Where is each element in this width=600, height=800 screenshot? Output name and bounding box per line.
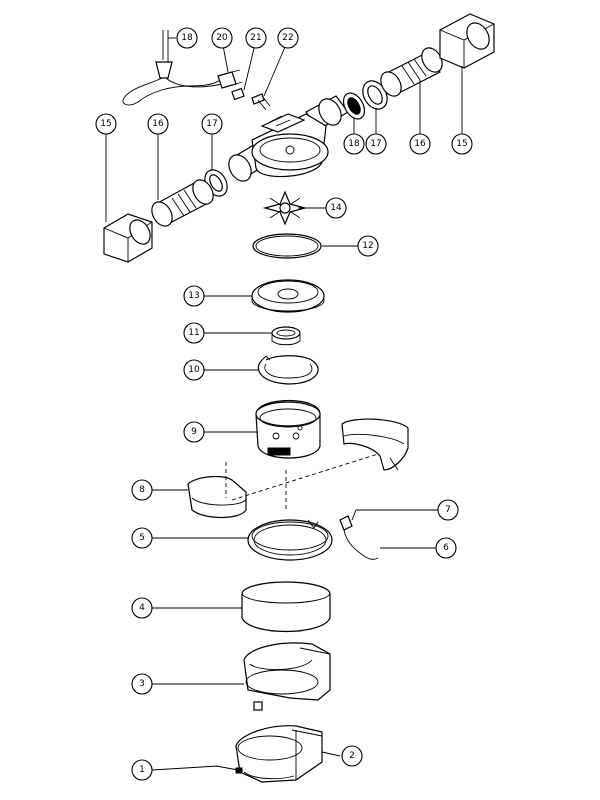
hinge-pin: [215, 765, 243, 774]
align-line-2: [231, 453, 379, 501]
callout-1: 1: [131, 759, 153, 781]
callout-label: 16: [414, 139, 426, 149]
callout-7: 7: [437, 499, 459, 521]
callout-label: 1: [139, 765, 145, 775]
meter-body: [228, 95, 349, 182]
callout-label: 5: [139, 533, 145, 543]
o-ring: [252, 233, 322, 259]
callout-label: 18: [181, 33, 193, 43]
callout-label: 9: [191, 427, 197, 437]
callout-label: 22: [282, 33, 293, 43]
callout-10: 10: [183, 359, 205, 381]
callout-label: 17: [370, 139, 381, 149]
callout-3: 3: [131, 673, 153, 695]
snap-ring: [257, 355, 319, 385]
shell-half-left: [187, 475, 247, 519]
callout-label: 17: [206, 119, 217, 129]
callout-22: 22: [277, 27, 299, 49]
callout-label: 11: [188, 328, 199, 338]
callout-5: 5: [131, 527, 153, 549]
callout-label: 18: [348, 139, 360, 149]
callout-17-left: 17: [201, 113, 223, 135]
callout-4: 4: [131, 597, 153, 619]
register-ring: [247, 519, 333, 561]
tailpiece-left: [151, 179, 214, 227]
callout-15-left: 15: [95, 113, 117, 135]
callout-label: 20: [216, 33, 228, 43]
band: [241, 581, 331, 632]
callout-12: 12: [357, 235, 379, 257]
lid: [235, 725, 323, 783]
callout-16-right: 16: [409, 133, 431, 155]
callout-16-left: 16: [147, 113, 169, 135]
callout-label: 15: [456, 139, 467, 149]
gasket-right: [362, 80, 388, 110]
callout-13: 13: [183, 285, 205, 307]
callout-label: 2: [349, 751, 355, 761]
union-nut-left: [103, 213, 153, 263]
lid-frame: [243, 642, 331, 711]
callout-18-right: 18: [343, 133, 365, 155]
callout-label: 10: [188, 365, 200, 375]
register-housing: [255, 399, 321, 459]
union-nut-right: [439, 13, 495, 69]
callout-15-right: 15: [451, 133, 473, 155]
callout-label: 3: [139, 679, 145, 689]
callout-9: 9: [183, 421, 205, 443]
callout-17-right: 17: [365, 133, 387, 155]
callout-label: 4: [139, 603, 145, 613]
callout-14: 14: [325, 197, 347, 219]
seal-clip: [339, 515, 379, 560]
callout-21: 21: [245, 27, 267, 49]
callout-label: 7: [445, 505, 451, 515]
small-nut: [231, 87, 245, 101]
callout-6: 6: [435, 537, 457, 559]
connector-plug: [217, 69, 243, 89]
shell-half-right: [341, 418, 409, 471]
small-screw: [251, 93, 271, 111]
callout-20: 20: [211, 27, 233, 49]
filter-screen: [342, 92, 366, 120]
callout-8: 8: [131, 479, 153, 501]
retaining-ring: [271, 326, 301, 346]
tailpiece-right: [380, 47, 443, 97]
callout-label: 21: [250, 33, 261, 43]
callout-label: 16: [152, 119, 164, 129]
chamber-plate: [251, 279, 325, 313]
callout-label: 14: [330, 203, 342, 213]
sensor-cable: [122, 30, 223, 106]
callout-2: 2: [341, 745, 363, 767]
callout-11: 11: [183, 322, 205, 344]
callout-label: 13: [188, 291, 199, 301]
callout-label: 8: [139, 485, 145, 495]
callout-label: 15: [100, 119, 111, 129]
callout-label: 6: [443, 543, 449, 553]
callout-18-top: 18: [176, 27, 198, 49]
callout-label: 12: [362, 241, 373, 251]
